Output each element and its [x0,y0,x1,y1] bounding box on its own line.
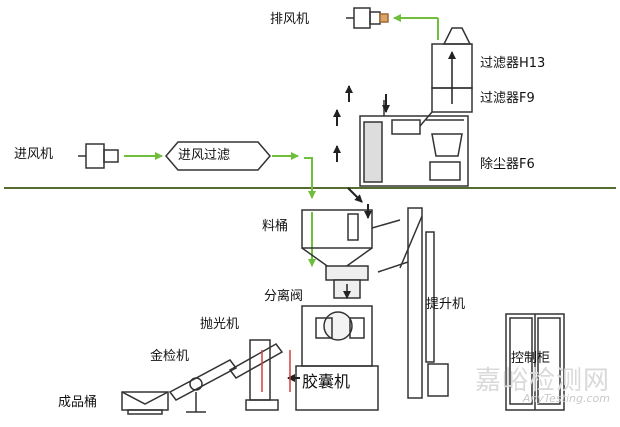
metal-detector [168,359,238,413]
filter-tower [419,27,473,127]
separating-valve-label: 分离阀 [264,289,304,304]
control-cabinet-label: 控制柜 [511,351,551,366]
intake-filter [165,141,271,171]
metal-detector-label: 金检机 [150,349,190,364]
control-cabinet [505,313,565,411]
elevator [377,207,449,399]
dust-collector-label: 除尘器F6 [480,157,535,172]
filter-h13-label: 过滤器H13 [480,56,546,71]
polisher [228,339,284,411]
capsule-machine-label: 胶囊机 [302,372,351,391]
product-bin-label: 成品桶 [58,395,98,410]
filter-f9-label: 过滤器F9 [480,91,535,106]
hopper [301,209,401,269]
dust-collector [359,100,469,187]
intake-duct [304,157,316,199]
capsule-machine [295,305,379,411]
intake-fan [78,143,119,169]
polisher-label: 抛光机 [200,317,240,332]
watermark-brand: 嘉峪检测网 [474,366,610,396]
exhaust-fan [346,7,389,29]
watermark-url: AnyTesting.com [522,392,610,405]
elevator-label: 提升机 [426,297,466,312]
product-bin [121,391,169,415]
suction-arrow [347,187,363,203]
exhaust-fan-label: 排风机 [270,12,310,27]
intake-filter-label: 进风过滤 [178,148,231,163]
intake-fan-label: 进风机 [14,147,54,162]
hopper-label: 料桶 [262,219,289,234]
